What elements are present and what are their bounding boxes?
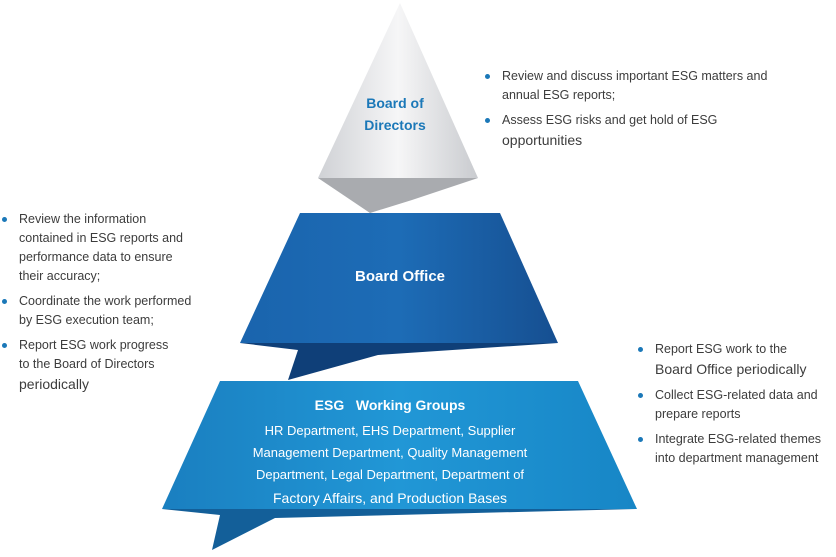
board-office-duties: Review the information contained in ESG … (2, 210, 191, 401)
duty-item: Review the information contained in ESG … (2, 210, 191, 286)
duty-item: Assess ESG risks and get hold of ESG opp… (485, 111, 767, 151)
duty-line: Collect ESG-related data and (655, 388, 818, 402)
bottom-tier-shape (162, 381, 637, 509)
working-group-duties: Report ESG work to the Board Office peri… (638, 340, 821, 474)
esg-working-groups-members: HR Department, EHS Department, Supplier … (190, 420, 590, 509)
duty-line: Review the information (19, 212, 147, 226)
duty-line: Review and discuss important ESG matters… (502, 69, 768, 83)
board-of-directors-label: Board of Directors (340, 92, 450, 136)
board-of-directors-label-line1: Board of (366, 95, 424, 111)
duty-item: Report ESG work to the Board Office peri… (638, 340, 821, 380)
duty-line: to the Board of Directors (19, 357, 155, 371)
members-line: Factory Affairs, and Production Bases (273, 490, 507, 506)
members-line: HR Department, EHS Department, Supplier (264, 423, 516, 438)
duty-line: Report ESG work to the (655, 342, 788, 356)
duty-line: Board Office periodically (655, 361, 807, 377)
members-line: Department, Legal Department, Department… (255, 467, 525, 482)
board-of-directors-duties: Review and discuss important ESG matters… (485, 67, 767, 157)
duty-line: opportunities (502, 132, 583, 148)
top-tier-shape (318, 3, 478, 178)
duty-line: Integrate ESG-related themes (655, 432, 822, 446)
duty-line: periodically (19, 376, 90, 392)
members-line: Management Department, Quality Managemen… (252, 445, 528, 460)
duty-line: prepare reports (655, 407, 741, 421)
duty-line: annual ESG reports; (502, 88, 616, 102)
duty-item: Collect ESG-related data and prepare rep… (638, 386, 821, 424)
duty-line: into department management (655, 451, 819, 465)
board-of-directors-label-line2: Directors (364, 117, 426, 133)
duty-item: Coordinate the work performed by ESG exe… (2, 292, 191, 330)
duty-item: Report ESG work progress to the Board of… (2, 336, 191, 395)
duty-line: their accuracy; (19, 269, 101, 283)
duty-item: Integrate ESG-related themes into depart… (638, 430, 821, 468)
duty-item: Review and discuss important ESG matters… (485, 67, 767, 105)
board-office-label: Board Office (354, 268, 445, 285)
top-tier-fold (318, 178, 478, 213)
duty-line: by ESG execution team; (19, 313, 154, 327)
middle-tier-fold (240, 343, 558, 380)
duty-line: Report ESG work progress (19, 338, 169, 352)
middle-tier-shape (240, 213, 558, 343)
duty-line: Coordinate the work performed (19, 294, 192, 308)
esg-working-groups-title: ESG Working Groups (314, 397, 466, 413)
duty-line: Assess ESG risks and get hold of ESG (502, 113, 718, 127)
bottom-tier-fold (162, 509, 637, 550)
duty-line: contained in ESG reports and (19, 231, 183, 245)
duty-line: performance data to ensure (19, 250, 173, 264)
